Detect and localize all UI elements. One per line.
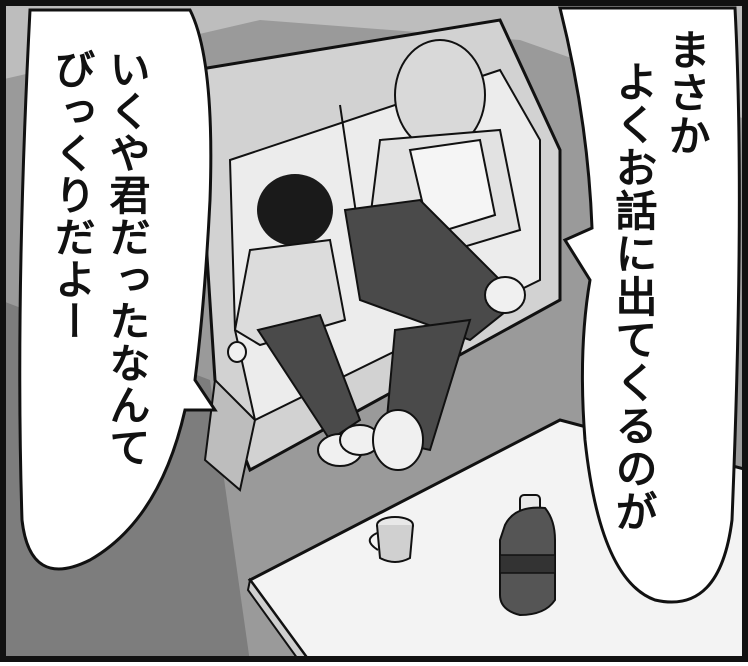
speech-bubble-left-shape [18,8,218,571]
woman-figure [343,39,526,471]
speech-right-line-2: よくお話に出てくるのが [609,60,658,533]
mug-icon [368,516,414,563]
speech-bubble-right-shape [558,6,741,604]
tea-bottle-icon [499,494,556,617]
speech-right-line-1: まさか [662,28,711,157]
boy-figure [227,174,381,467]
speech-left-line-2: びっくりだよー [47,48,95,342]
speech-left-line-1: いくや君だったなんて [102,48,150,468]
